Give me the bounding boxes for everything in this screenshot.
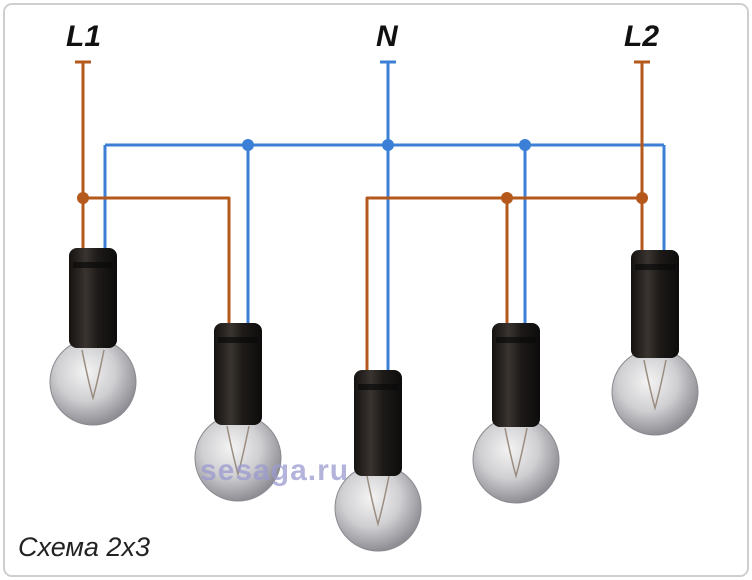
lamp-3 (334, 370, 422, 552)
lamp-1 (49, 248, 137, 426)
watermark-text: sesaga.ru (200, 454, 349, 487)
junction-dot (382, 139, 394, 151)
l1-terminal-label: L1 (66, 20, 101, 53)
diagram-caption: Схема 2х3 (18, 532, 150, 562)
lamp-filament (81, 349, 105, 401)
socket-ring (73, 262, 113, 268)
socket-ring (358, 384, 398, 390)
junction-dot (501, 192, 513, 204)
l1-branch-wire (83, 196, 231, 325)
n-terminal-label: N (376, 20, 399, 53)
frame-border (3, 3, 749, 577)
phase-wires (81, 62, 644, 372)
lamp-socket (631, 250, 679, 358)
l2-terminal-label: L2 (624, 20, 659, 53)
junction-dot (242, 139, 254, 151)
lamp-bulb (472, 416, 560, 504)
lamp-bulb (49, 338, 137, 426)
lamp-filament (226, 425, 250, 477)
lamp-2 (194, 323, 282, 502)
junction-dot (636, 192, 648, 204)
l2-branch-wire (365, 196, 642, 372)
lamp-socket (354, 370, 402, 476)
lamp-socket (214, 323, 262, 425)
junction-dot (519, 139, 531, 151)
lamp-5 (611, 250, 699, 436)
lamp-filament (504, 427, 528, 479)
lamp-socket (69, 248, 117, 348)
socket-ring (635, 264, 675, 270)
junction-dots (77, 139, 648, 204)
junction-dot (77, 192, 89, 204)
lamp-4 (472, 323, 560, 504)
lamp-bulb (611, 348, 699, 436)
lamp-socket (492, 323, 540, 427)
lamp-filament (366, 475, 390, 527)
lamp-filament (643, 359, 667, 411)
socket-ring (218, 337, 258, 343)
socket-ring (496, 337, 536, 343)
